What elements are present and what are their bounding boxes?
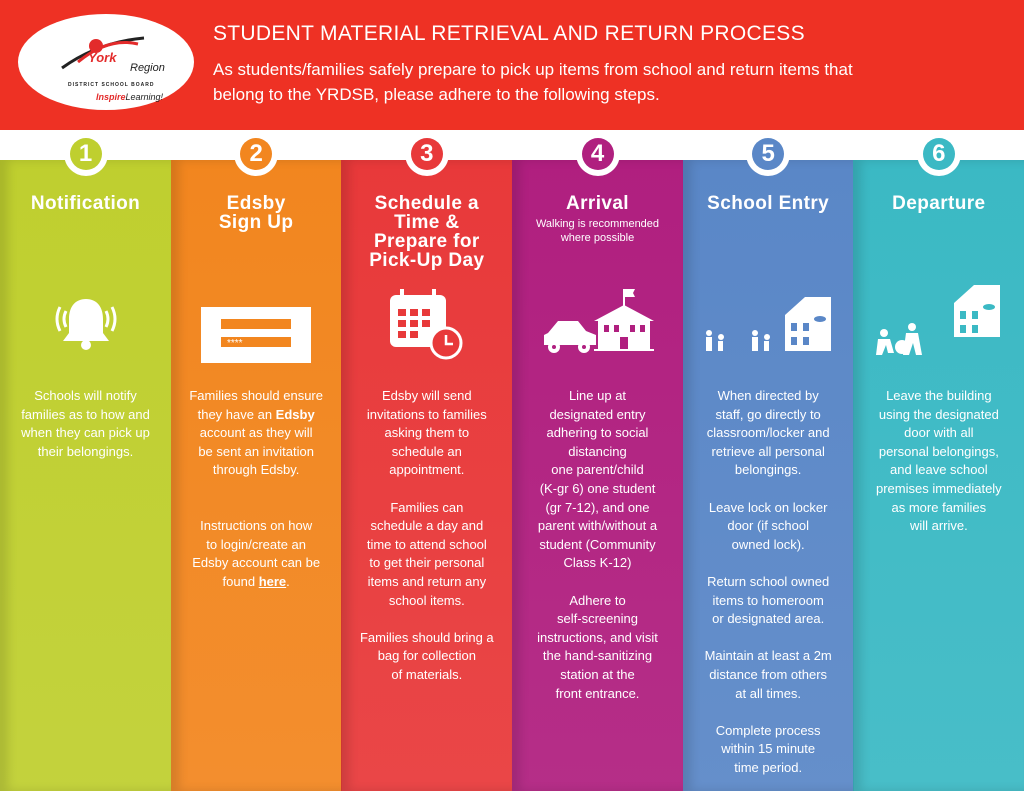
step-paragraph: Edsby will send invitations to families … xyxy=(366,388,487,478)
step-body: Families should ensure they have an Edsb… xyxy=(177,387,336,610)
step-body: Schools will notify families as to how a… xyxy=(6,387,165,480)
page-subtitle: As students/families safely prepare to p… xyxy=(213,60,853,104)
step-number-badge: 4 xyxy=(575,132,620,176)
logo-swoosh-icon xyxy=(61,36,145,70)
step-paragraph: Line up at designated entry adhering to … xyxy=(537,388,658,571)
login-form-icon: **** xyxy=(171,285,342,365)
step-paragraph: Maintain at least a 2m distance from oth… xyxy=(704,648,832,701)
logo-region: Region xyxy=(130,62,165,74)
logo-york: York xyxy=(88,50,117,65)
step-paragraph: Families should bring a bag for collecti… xyxy=(359,629,494,682)
step-body: Line up at designated entry adhering to … xyxy=(518,387,677,722)
step-paragraph: Return school owned items to homeroom or… xyxy=(707,573,830,627)
people-leaving-school-icon xyxy=(853,285,1024,365)
step-paragraph: Schools will notify families as to how a… xyxy=(21,388,150,459)
step-column-2: 2 Edsby Sign Up **** Families should ens… xyxy=(170,132,342,791)
step-paragraph: Complete process within 15 minute time p… xyxy=(715,722,821,775)
step-column-1: 1 Notification Schools will notify famil… xyxy=(0,132,171,791)
step-number-badge: 5 xyxy=(746,132,791,176)
step-body: Leave the building using the designated … xyxy=(859,387,1018,554)
people-entering-school-icon xyxy=(683,285,854,365)
yrdsb-logo: York Region DISTRICT SCHOOL BOARD Inspir… xyxy=(18,14,194,110)
step-title: Edsby Sign Up xyxy=(218,193,294,233)
edsby-bold: Edsby xyxy=(275,406,315,422)
step-number-badge: 6 xyxy=(916,132,961,176)
step-paragraph: Families can schedule a day and time to … xyxy=(366,499,487,608)
step-paragraph: Leave lock on locker door (if school own… xyxy=(708,499,828,552)
logo-board: DISTRICT SCHOOL BOARD xyxy=(68,82,155,88)
step-title: School Entry xyxy=(707,193,830,214)
calendar-clock-icon xyxy=(341,285,512,365)
step-title: Schedule a Time & Prepare for Pick-Up Da… xyxy=(369,193,485,271)
step-body: Edsby will send invitations to families … xyxy=(347,387,506,703)
step-column-6: 6 Departure Leave the building using the… xyxy=(853,132,1024,791)
step-body: When directed by staff, go directly to c… xyxy=(689,387,848,796)
step-column-5: 5 School Entry When directed by staff, g… xyxy=(682,132,854,791)
bell-icon xyxy=(0,285,171,365)
step-number-badge: 3 xyxy=(404,132,449,176)
step-title: Notification xyxy=(30,193,141,214)
step-paragraph: When directed by staff, go directly to c… xyxy=(706,388,830,478)
svg-text:****: **** xyxy=(227,338,243,349)
step-title: Departure xyxy=(892,193,986,214)
car-school-icon xyxy=(512,285,683,365)
step-number-badge: 1 xyxy=(63,132,108,176)
step-paragraph: Families should ensure they have an Edsb… xyxy=(189,388,323,478)
step-column-4: 4 Arrival Walking is recommended where p… xyxy=(512,132,683,791)
step-title: Arrival xyxy=(565,193,629,214)
step-note: Walking is recommended where possible xyxy=(535,218,660,244)
here-link[interactable]: here xyxy=(258,573,287,589)
step-paragraph: Adhere to self-screening instructions, a… xyxy=(537,592,658,701)
step-number-badge: 2 xyxy=(234,132,279,176)
step-paragraph: Instructions on how to login/create an E… xyxy=(192,518,321,589)
header: York Region DISTRICT SCHOOL BOARD Inspir… xyxy=(0,0,1024,130)
step-paragraph: Leave the building using the designated … xyxy=(875,388,1002,534)
step-column-3: 3 Schedule a Time & Prepare for Pick-Up … xyxy=(341,132,513,791)
page-title: STUDENT MATERIAL RETRIEVAL AND RETURN PR… xyxy=(213,22,805,45)
logo-tagline: InspireLearning! xyxy=(96,92,164,102)
